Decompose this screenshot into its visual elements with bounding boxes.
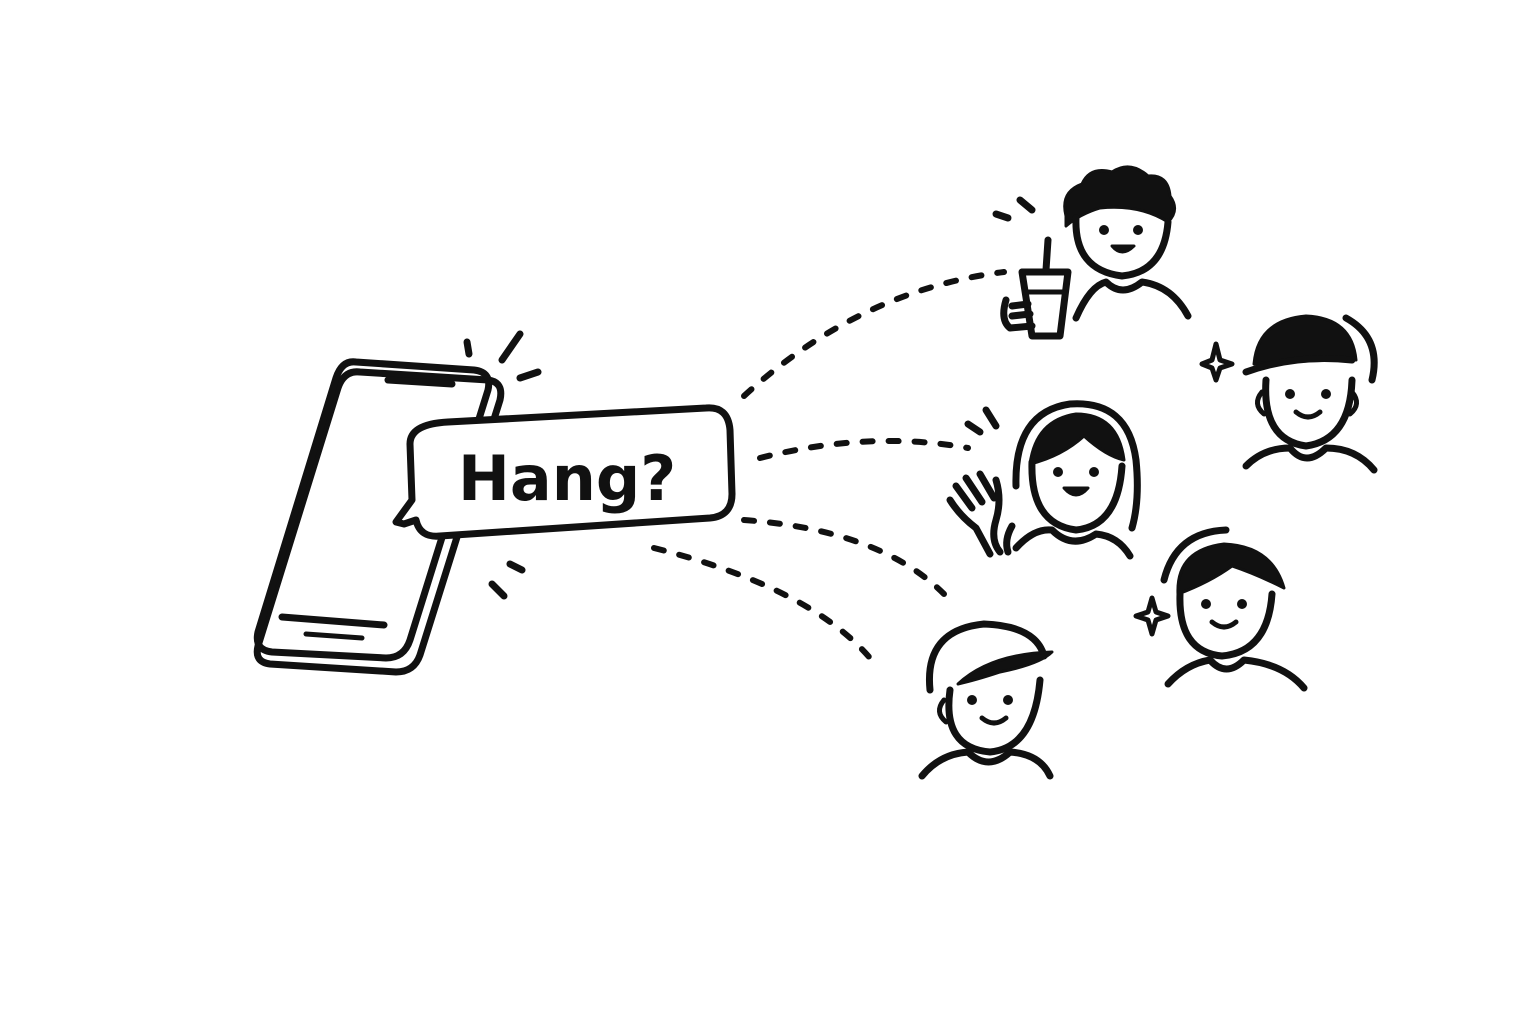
path-to-middle (741, 517, 947, 597)
friend-with-cap-icon (1199, 314, 1378, 474)
friend-waving-icon (946, 400, 1141, 560)
smartphone-icon (253, 358, 505, 676)
message-text: Hang? (458, 442, 676, 515)
friend-with-headband-icon (1133, 526, 1308, 692)
speech-bubble: Hang? (392, 404, 736, 540)
path-to-waving-friend (757, 437, 971, 461)
friend-with-drink-icon (992, 165, 1192, 340)
friend-with-cap-bottom-icon (918, 620, 1054, 780)
burst-lines-top (463, 330, 542, 382)
burst-lines-bottom (488, 560, 526, 600)
path-to-bottom-friend (651, 545, 881, 671)
dotted-paths (651, 269, 1007, 671)
path-to-top-friend (741, 269, 1007, 399)
